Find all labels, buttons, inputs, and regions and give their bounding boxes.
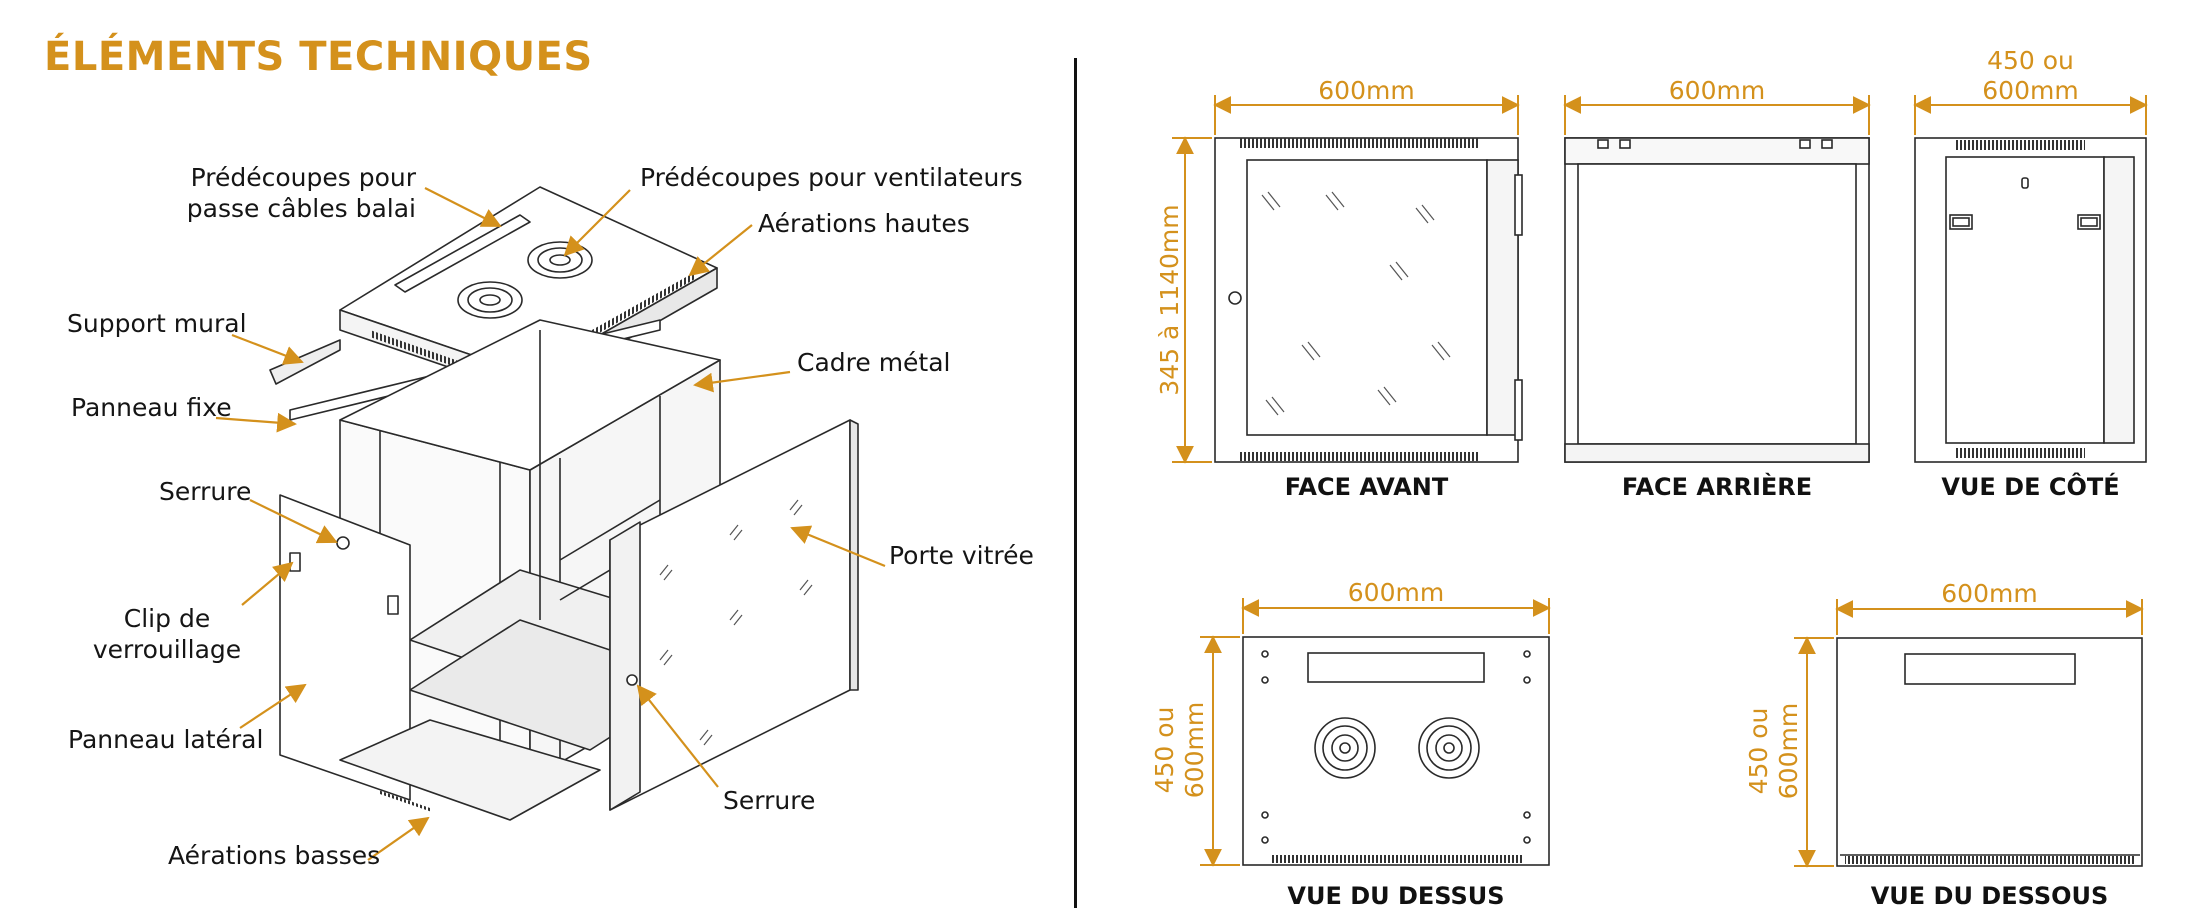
dim-vue-cote-width: 450 ou 600mm xyxy=(1915,46,2146,106)
dim-line: 600mm xyxy=(1982,76,2079,105)
label-line: verrouillage xyxy=(92,635,242,664)
label-panneau-lateral: Panneau latéral xyxy=(68,725,264,754)
label-support-mural: Support mural xyxy=(67,309,247,338)
label-line: Prédécoupes pour xyxy=(190,163,416,192)
dim-line: 600mm xyxy=(1774,702,1803,800)
face-avant-drawing xyxy=(1214,137,1523,463)
label-serrure-gauche: Serrure xyxy=(159,477,252,506)
dim-face-arriere-width: 600mm xyxy=(1668,76,1766,105)
dim-line: 450 ou xyxy=(1987,46,2074,75)
page-title: ÉLÉMENTS TECHNIQUES xyxy=(44,34,593,80)
caption-vue-cote: VUE DE CÔTÉ xyxy=(1941,473,2120,501)
label-serrure-droite: Serrure xyxy=(723,786,816,815)
label-line: Clip de xyxy=(123,604,211,633)
label-aerations-hautes: Aérations hautes xyxy=(758,209,970,238)
vue-cote-drawing xyxy=(1914,137,2147,463)
bottom-plate xyxy=(339,719,601,821)
label-predecoupes-ventilateurs: Prédécoupes pour ventilateurs xyxy=(640,163,1023,192)
caption-face-avant: FACE AVANT xyxy=(1284,473,1449,501)
exploded-cabinet xyxy=(269,186,859,821)
label-clip-verrouillage: Clip de verrouillage xyxy=(72,603,262,665)
side-panel xyxy=(279,494,411,801)
caption-face-arriere: FACE ARRIÈRE xyxy=(1621,473,1813,501)
face-arriere-drawing xyxy=(1564,137,1870,463)
glass-door xyxy=(609,419,859,811)
label-aerations-basses: Aérations basses xyxy=(168,841,381,870)
dim-line: 600mm xyxy=(1180,701,1209,799)
vue-dessus-drawing xyxy=(1242,636,1550,866)
caption-vue-dessous: VUE DU DESSOUS xyxy=(1870,882,2109,910)
section-divider xyxy=(1074,58,1077,908)
label-panneau-fixe: Panneau fixe xyxy=(71,393,232,422)
dimension-lines xyxy=(1172,95,2148,868)
dim-line: 450 ou xyxy=(1744,707,1773,795)
dim-vue-dessous-depth: 450 ou 600mm xyxy=(1744,686,1804,816)
caption-vue-dessus: VUE DU DESSUS xyxy=(1287,882,1505,910)
top-cover xyxy=(339,186,718,396)
dim-face-avant-height: 345 à 1140mm xyxy=(1155,204,1184,396)
label-cadre-metal: Cadre métal xyxy=(797,348,951,377)
dim-vue-dessus-depth: 450 ou 600mm xyxy=(1150,685,1210,815)
dim-vue-dessus-width: 600mm xyxy=(1347,578,1445,607)
label-predecoupes-passe-cables: Prédécoupes pour passe câbles balai xyxy=(150,162,416,224)
wall-support xyxy=(269,339,341,385)
label-line: passe câbles balai xyxy=(186,194,416,223)
dim-face-avant-width: 600mm xyxy=(1318,76,1415,105)
dim-line: 450 ou xyxy=(1150,706,1179,794)
orthographic-views xyxy=(1214,137,2147,867)
leader-arrows xyxy=(215,187,886,861)
dim-vue-dessous-width: 600mm xyxy=(1941,579,2038,608)
vue-dessous-drawing xyxy=(1836,637,2143,867)
label-porte-vitree: Porte vitrée xyxy=(889,541,1034,570)
